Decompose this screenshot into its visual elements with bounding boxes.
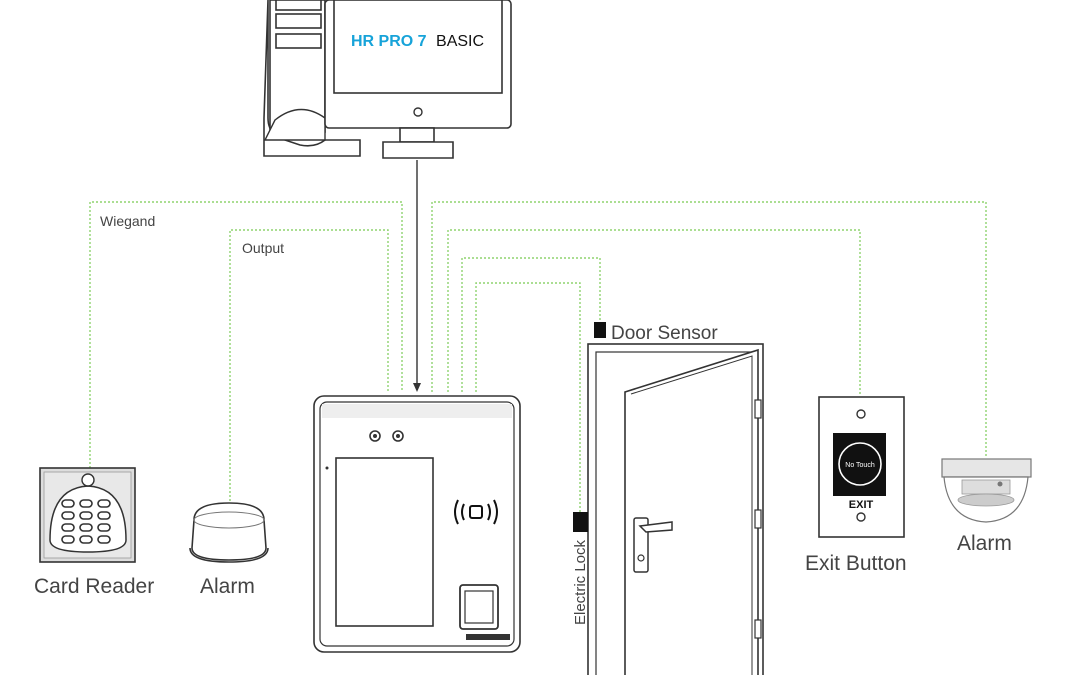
alarm-left-label: Alarm <box>200 575 255 598</box>
fingerprint-icon <box>81 473 95 487</box>
door-handle-icon <box>633 517 673 573</box>
terminal-screen <box>335 457 434 627</box>
monitor: HR PRO 7 BASIC <box>324 0 512 159</box>
monitor-brand: HR PRO 7 <box>351 33 427 50</box>
alarm-right <box>941 458 1032 523</box>
output-label: Output <box>242 240 284 256</box>
alarm-left <box>189 502 269 563</box>
arrow-down-icon <box>413 383 421 392</box>
door-sensor-label: Door Sensor <box>611 323 718 344</box>
wiring <box>89 201 987 512</box>
card-reader <box>39 467 136 563</box>
exit-button[interactable]: No Touch EXIT <box>818 396 905 538</box>
door <box>573 322 764 675</box>
wiegand-label: Wiegand <box>100 213 155 229</box>
svg-text:HR PRO 7 BASIC: HR PRO 7 BASIC <box>351 33 484 50</box>
card-reader-label: Card Reader <box>34 575 154 598</box>
exit-text: EXIT <box>849 499 874 511</box>
alarm-right-label: Alarm <box>957 532 1012 555</box>
power-icon <box>413 107 423 117</box>
electric-lock-block <box>573 512 588 532</box>
keypad <box>61 499 111 544</box>
exit-button-label: Exit Button <box>805 552 907 575</box>
access-terminal <box>313 395 521 653</box>
monitor-edition: BASIC <box>436 33 484 50</box>
door-sensor-block <box>594 322 606 338</box>
no-touch-text: No Touch <box>845 462 875 469</box>
rfid-icon <box>454 499 498 525</box>
electric-lock-label: Electric Lock <box>572 539 589 625</box>
